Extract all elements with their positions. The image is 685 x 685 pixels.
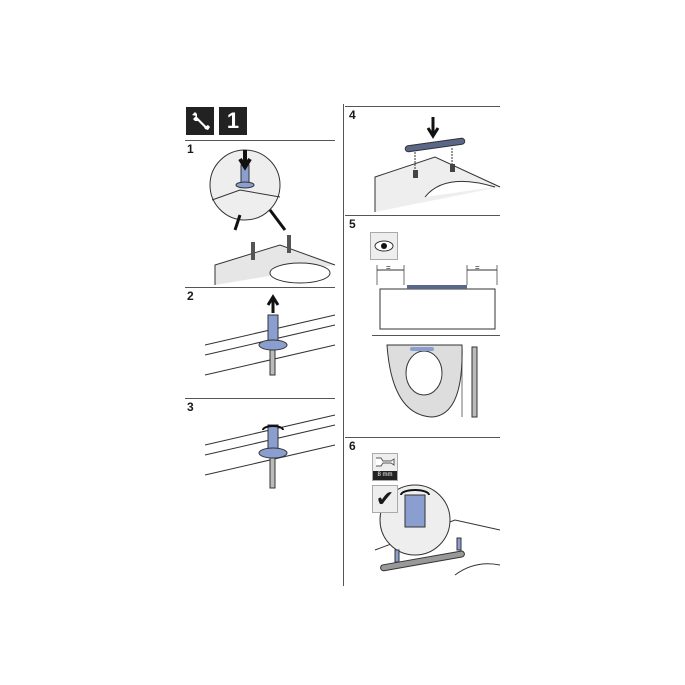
step3-illustration	[204, 414, 336, 489]
divider	[345, 437, 500, 438]
people-count-box: 1	[219, 107, 247, 135]
step-number: 1	[187, 142, 194, 156]
wrench-icon	[376, 457, 395, 467]
equal-mark: =	[475, 263, 480, 272]
wrench-icon	[192, 112, 210, 130]
step4-illustration	[374, 117, 501, 212]
check-box: ✔	[372, 485, 398, 513]
step-number: 4	[349, 108, 356, 122]
step2-illustration	[204, 294, 336, 376]
equal-mark: =	[386, 263, 391, 272]
step-number: 2	[187, 289, 194, 303]
step-number: 5	[349, 217, 356, 231]
wrench-size-label: 8 mm	[373, 471, 397, 480]
column-divider	[343, 104, 344, 586]
tool-required-box	[186, 107, 214, 135]
step6-illustration	[374, 484, 501, 576]
divider	[372, 335, 500, 336]
divider	[185, 398, 335, 399]
divider	[345, 106, 500, 107]
wrench-size-box: 8 mm	[372, 453, 398, 481]
step-number: 3	[187, 400, 194, 414]
divider	[345, 215, 500, 216]
divider	[185, 287, 335, 288]
checkmark-icon: ✔	[375, 486, 395, 511]
step5-illustration	[376, 265, 498, 418]
inspect-box	[370, 232, 398, 260]
eye-icon	[374, 240, 394, 252]
divider	[185, 140, 335, 141]
step1-illustration	[209, 149, 336, 285]
step-number: 6	[349, 439, 356, 453]
